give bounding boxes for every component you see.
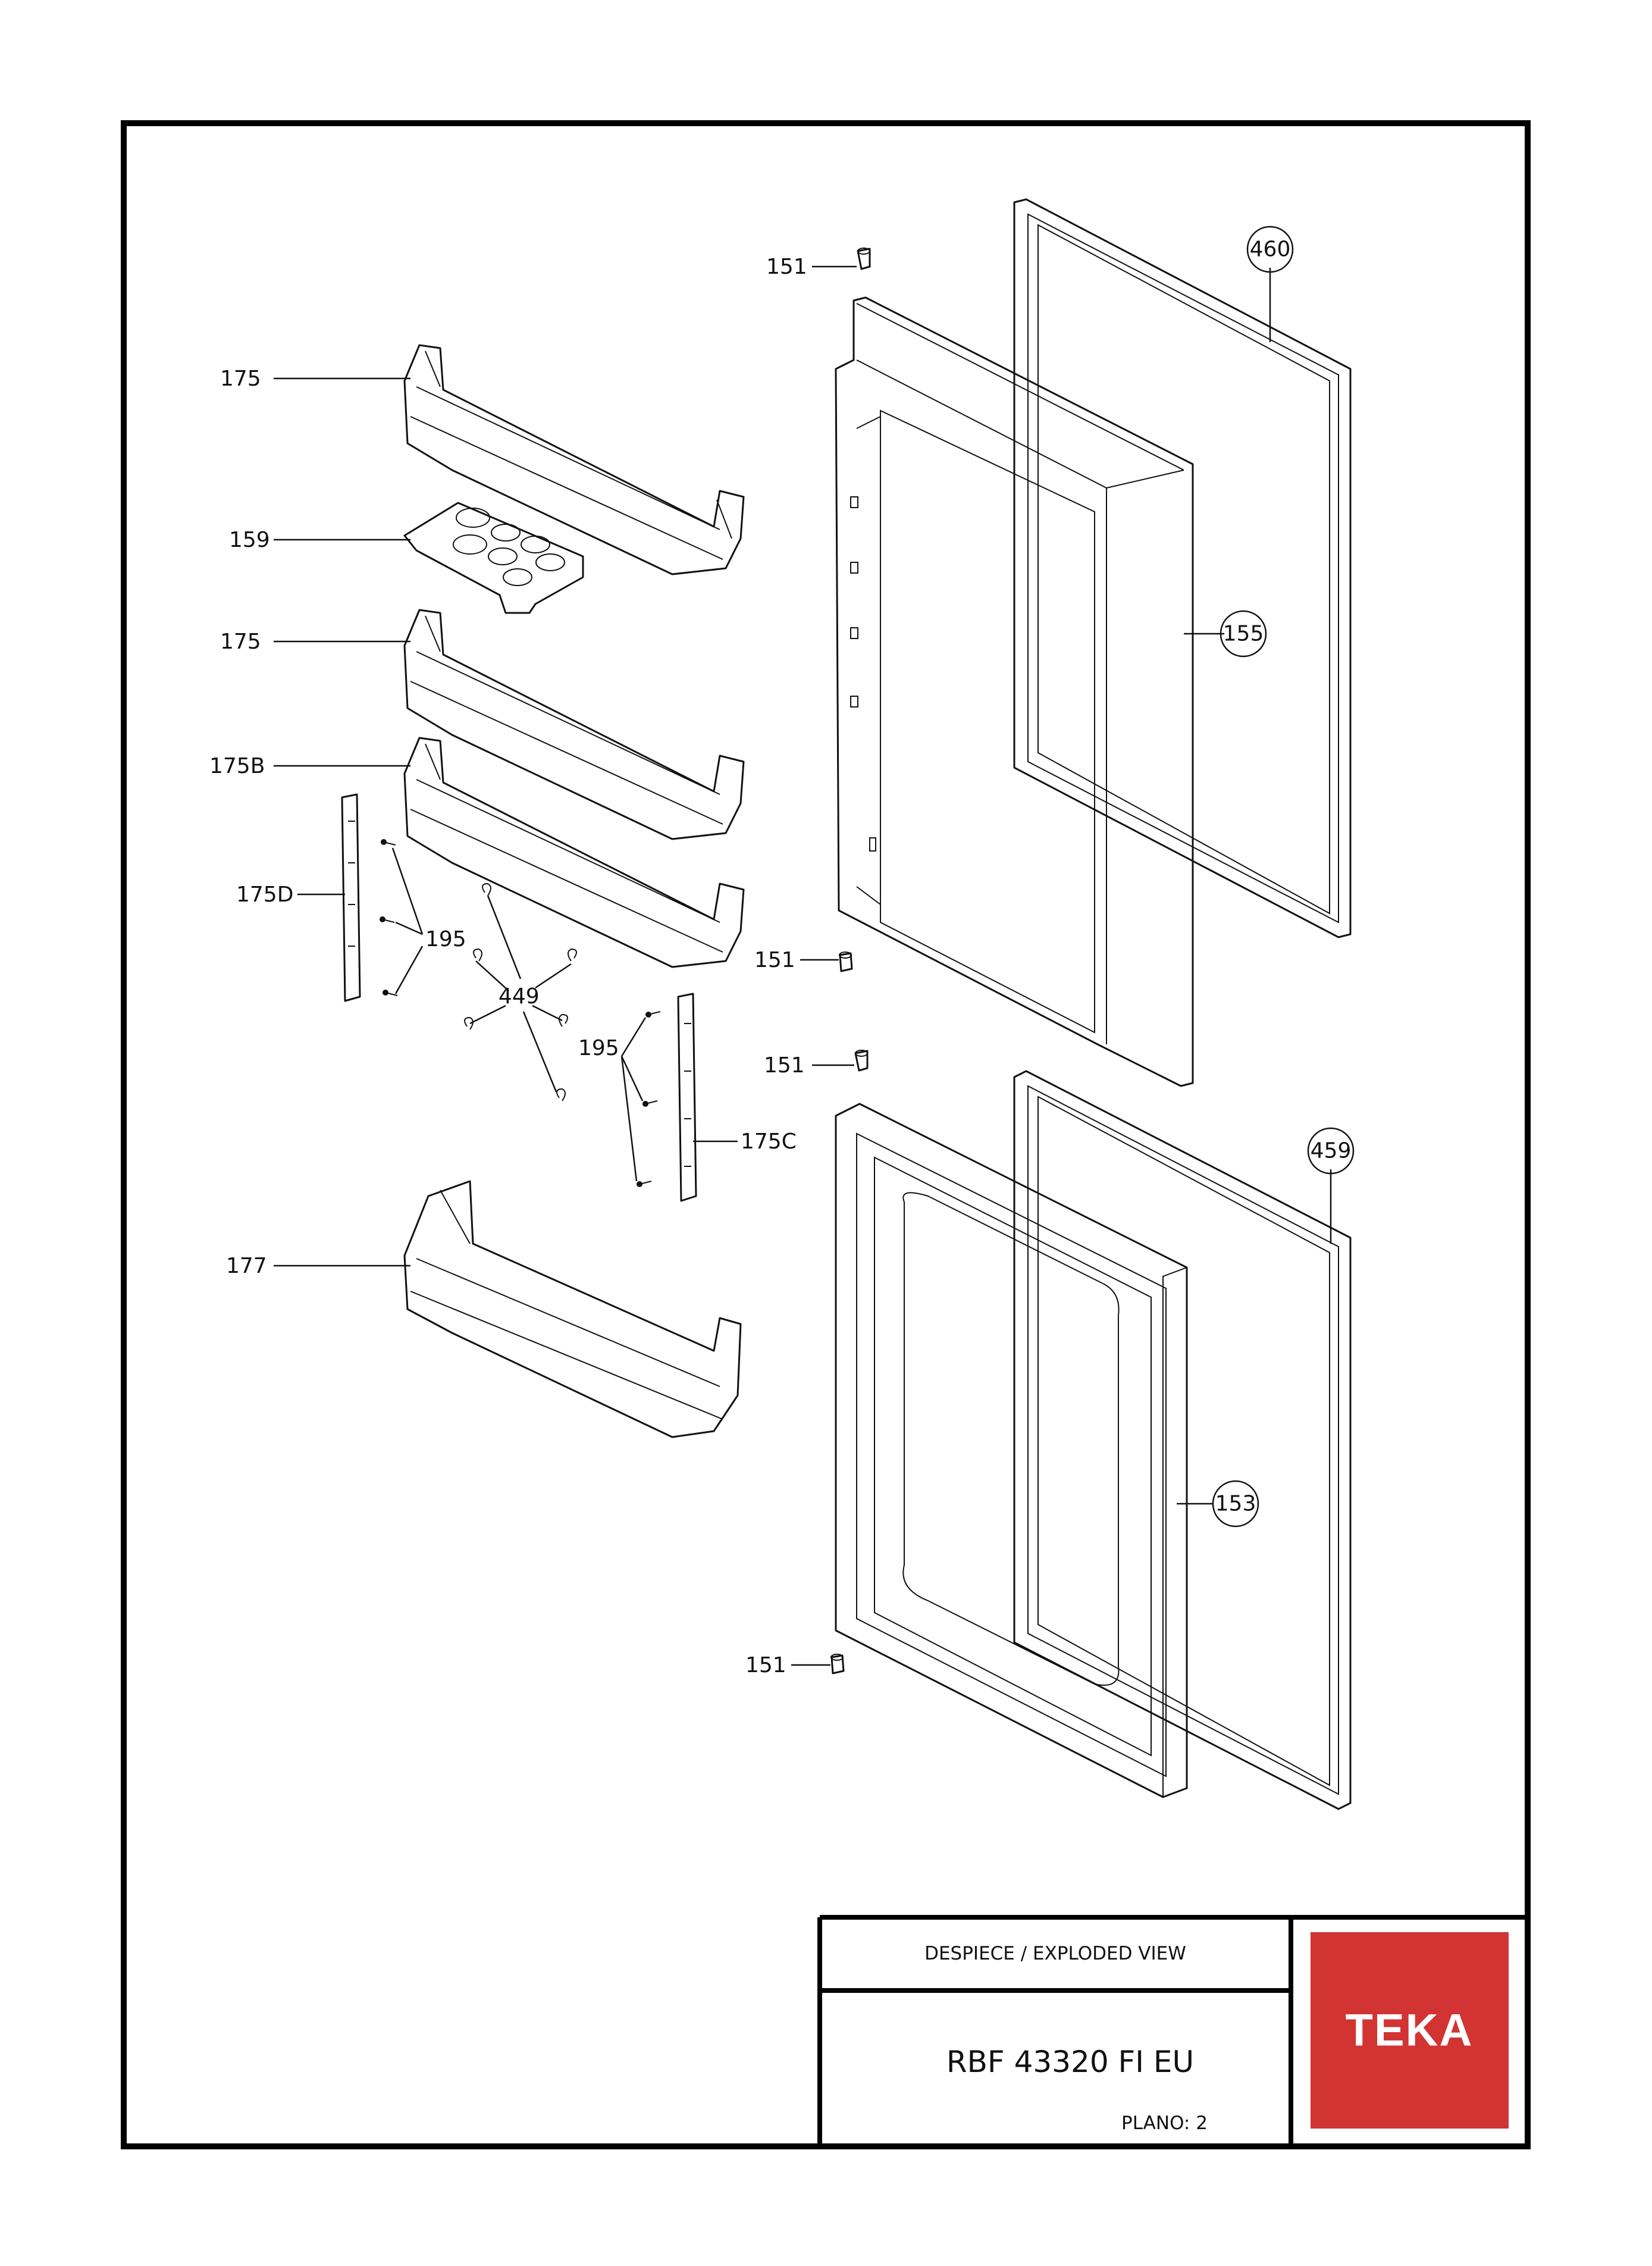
callout-177: 177: [226, 1254, 267, 1278]
brand-logo: TEKA: [1346, 2005, 1474, 2056]
callout-155: 155: [1223, 622, 1264, 646]
door-153: [835, 1103, 1188, 1798]
callout-175d: 175D: [236, 882, 293, 907]
hinge-plug-151-mid1: [839, 952, 853, 972]
side-rail-175d: [341, 793, 361, 1002]
door-shelf-175b: [403, 737, 745, 968]
leader-449: [469, 895, 572, 1093]
clips-449: [464, 882, 577, 1101]
side-rail-175c: [677, 993, 697, 1202]
callout-449: 449: [499, 984, 540, 1009]
callout-159: 159: [229, 528, 270, 552]
bottle-shelf-177: [403, 1180, 742, 1438]
egg-tray-159: [403, 502, 584, 614]
callout-175-top: 175: [220, 367, 261, 391]
gasket-460: [1013, 198, 1352, 938]
callout-153: 153: [1215, 1492, 1256, 1516]
callout-175c: 175C: [741, 1129, 797, 1154]
screws-195-left: [380, 839, 398, 996]
leader-195-left: [391, 847, 424, 994]
callout-175-mid: 175: [220, 630, 261, 654]
callout-460: 460: [1250, 237, 1291, 262]
callout-151-bot: 151: [745, 1653, 786, 1677]
leader-195-right: [620, 1017, 647, 1182]
sheet-number: PLANO: 2: [1121, 2112, 1208, 2134]
hinge-plug-151-bot: [830, 1654, 845, 1675]
drawing-border: [121, 120, 1531, 2149]
balloon-460: [1246, 226, 1294, 273]
callout-195-left: 195: [425, 927, 466, 952]
door-155: [835, 296, 1194, 1087]
model-number: RBF 43320 FI EU: [946, 2045, 1194, 2079]
callout-459: 459: [1311, 1139, 1352, 1163]
brand-logo-box: [1311, 1932, 1509, 2129]
balloon-153: [1212, 1480, 1259, 1528]
callout-151-mid1: 151: [754, 948, 795, 972]
title-block: DESPIECE / EXPLODED VIEW RBF 43320 FI EU…: [817, 1915, 1528, 2146]
callout-151-mid2: 151: [764, 1053, 805, 1078]
callout-195-right: 195: [578, 1036, 619, 1060]
balloon-459: [1307, 1127, 1355, 1175]
view-title: DESPIECE / EXPLODED VIEW: [924, 1943, 1186, 1964]
callout-175b: 175B: [209, 754, 265, 778]
gasket-459: [1013, 1070, 1352, 1810]
screws-195-right: [637, 1011, 661, 1187]
hinge-plug-151-top: [857, 248, 871, 270]
door-shelf-175-top: [403, 344, 745, 575]
hinge-plug-151-mid2: [854, 1050, 869, 1072]
door-shelf-175-mid: [403, 609, 745, 840]
callout-151-top: 151: [766, 255, 807, 279]
balloon-155: [1220, 610, 1267, 658]
